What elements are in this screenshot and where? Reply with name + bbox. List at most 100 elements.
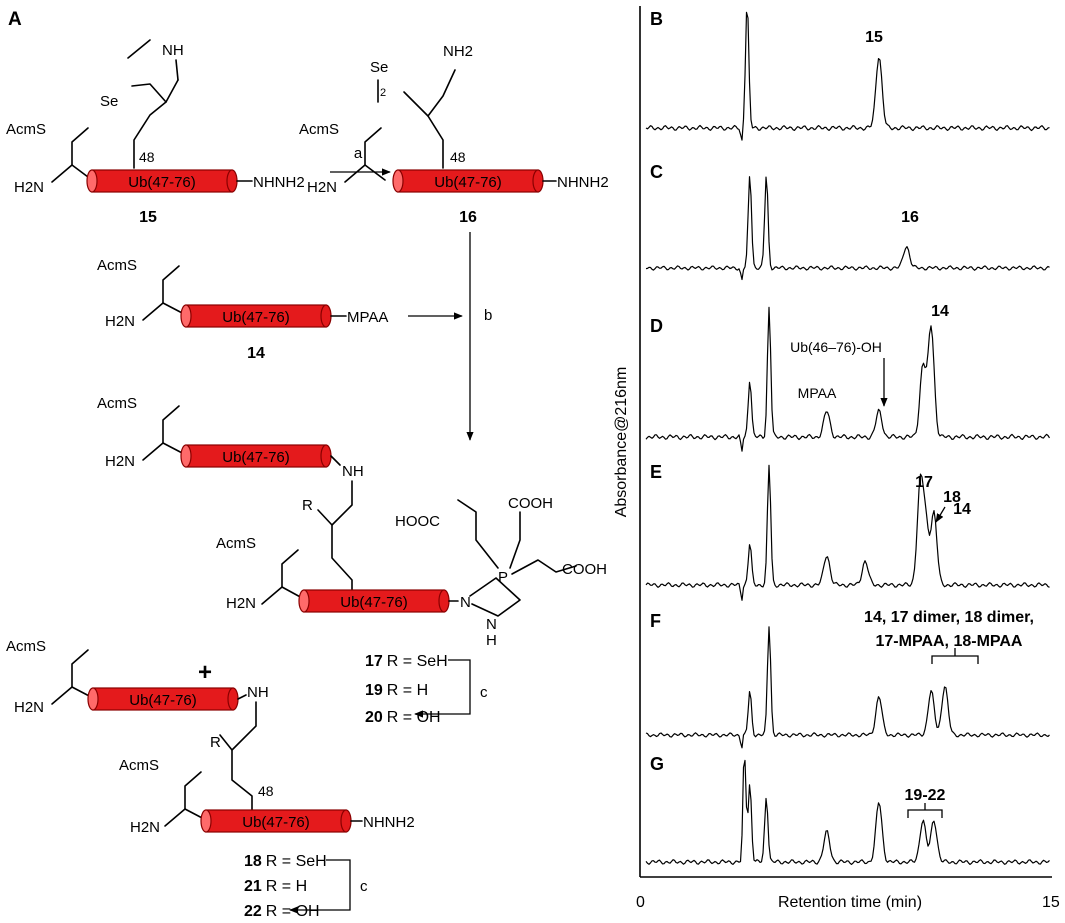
cys-backbone-17b <box>261 549 299 605</box>
panel-label-d: D <box>650 316 663 336</box>
pos48-label-18: 48 <box>258 783 274 799</box>
pos48-label-15: 48 <box>139 149 155 165</box>
bracket-g <box>907 803 943 818</box>
ub-label-16: Ub(47-76) <box>434 174 502 191</box>
cys-backbone-18b <box>164 771 202 827</box>
step-c-label-lower: c <box>360 878 368 895</box>
ub-label-17b: Ub(47-76) <box>340 594 408 611</box>
ub-label-14: Ub(47-76) <box>222 309 290 326</box>
nhnh2-label-18: NHNH2 <box>363 814 415 831</box>
ub-label-17a: Ub(47-76) <box>222 449 290 466</box>
h2n-label-18b: H2N <box>130 819 160 836</box>
nh-label-15: NH <box>162 42 184 59</box>
reaction-scheme: A AcmS H2N Se NH 48 Ub(47-76) NHNH2 15 <box>6 9 609 920</box>
panel-label-f: F <box>650 611 661 631</box>
ring-bond-15b <box>175 59 179 81</box>
acms-label-17a: AcmS <box>97 395 137 412</box>
compound-number-19: 19 <box>365 682 383 699</box>
h2n-label-17a: H2N <box>105 453 135 470</box>
ub-cylinder-17b: Ub(47-76) <box>298 589 450 613</box>
nh2-label-16: NH2 <box>443 43 473 60</box>
propanoic-arm-2 <box>509 511 521 569</box>
peak-label-g: 19-22 <box>905 787 946 804</box>
cooh-label-tcep-2: COOH <box>562 561 607 578</box>
traces <box>645 11 1051 866</box>
c-term-bond-17a <box>330 455 341 466</box>
arrow-step-c-lower <box>289 859 351 914</box>
trace-f <box>645 626 1050 749</box>
compound-number-20: 20 <box>365 709 383 726</box>
acms-label-18a: AcmS <box>6 638 46 655</box>
panel-label-c: C <box>650 162 663 182</box>
trace-b <box>645 11 1050 141</box>
compound-number-17: 17 <box>365 653 383 670</box>
ub-cylinder-18b: Ub(47-76) <box>200 809 352 833</box>
h-label-tcep: H <box>486 632 497 649</box>
compound-16: AcmS H2N Se 2 NH2 48 Ub(47-76) NHNH2 16 <box>299 43 609 226</box>
se-bond-16 <box>403 91 429 117</box>
chromatogram-panel: Absorbance@216nm Retention time (min) 0 … <box>613 6 1060 911</box>
n-label-tcep-1: N <box>460 594 471 611</box>
cooh-label-tcep-1: COOH <box>508 495 553 512</box>
acms-label-15: AcmS <box>6 121 46 138</box>
x-tick-15: 15 <box>1042 894 1060 911</box>
linker-chain-18 <box>231 701 257 816</box>
arrow-e-18 <box>935 506 946 523</box>
panel-label-g: G <box>650 754 664 774</box>
peak-label-f-line2: 17-MPAA, 18-MPAA <box>876 633 1023 650</box>
ring-bond-15 <box>165 79 179 103</box>
bracket-f <box>931 648 979 664</box>
r-def-21-text: R = H <box>266 878 307 895</box>
r-bond-17 <box>317 509 333 526</box>
peak-label-d-ub: Ub(46–76)-OH <box>790 339 882 355</box>
panel-label-e: E <box>650 462 662 482</box>
compound-number-22: 22 <box>244 903 262 920</box>
trace-c <box>645 176 1050 281</box>
ub-cylinder-14: Ub(47-76) <box>180 304 332 328</box>
panel-label-b: B <box>650 9 663 29</box>
peak-label-d-mpaa: MPAA <box>798 385 837 401</box>
compound-number-14: 14 <box>247 345 265 362</box>
p-label-tcep: P <box>498 569 508 586</box>
arrow-step-c-upper <box>414 659 471 718</box>
ub-cylinder-18a: Ub(47-76) <box>87 687 239 711</box>
cys-co-bond-16 <box>364 164 386 181</box>
r-def-17-text: R = SeH <box>387 653 448 670</box>
cys-backbone-18a <box>51 649 89 705</box>
peak-label-c-16: 16 <box>901 209 919 226</box>
x-axis-label: Retention time (min) <box>778 894 922 911</box>
cys-backbone-14 <box>142 265 180 321</box>
peak-label-e-18: 18 <box>943 489 961 506</box>
h2n-label-16: H2N <box>307 179 337 196</box>
compound-number-21: 21 <box>244 878 262 895</box>
h2n-label-15: H2N <box>14 179 44 196</box>
x-tick-0: 0 <box>636 894 645 911</box>
panel-label-a: A <box>8 9 22 30</box>
cys-backbone-16 <box>344 127 382 183</box>
pos48-label-16: 48 <box>450 149 466 165</box>
acms-label-18b: AcmS <box>119 757 159 774</box>
trace-d <box>645 306 1051 452</box>
peak-label-e-14: 14 <box>953 501 971 518</box>
c-term-bond-18a <box>237 694 247 700</box>
nh-label-17: NH <box>342 463 364 480</box>
n-label-tcep-2: N <box>486 616 497 633</box>
peak-label-f-line1: 14, 17 dimer, 18 dimer, <box>864 609 1034 626</box>
r-def-19-text: R = H <box>387 682 428 699</box>
compound-number-16: 16 <box>459 209 477 226</box>
r-label-18: R <box>210 734 221 751</box>
se-label-15: Se <box>100 93 118 110</box>
trace-g <box>645 759 1050 866</box>
ring-bond-15c <box>127 39 151 59</box>
r-def-18-text: R = SeH <box>266 853 327 870</box>
r-label-17: R <box>302 497 313 514</box>
azaphosphetidine-ring <box>469 577 521 617</box>
dimer-subscript-16: 2 <box>380 87 386 99</box>
nhnh2-label-16: NHNH2 <box>557 174 609 191</box>
h2n-label-14: H2N <box>105 313 135 330</box>
